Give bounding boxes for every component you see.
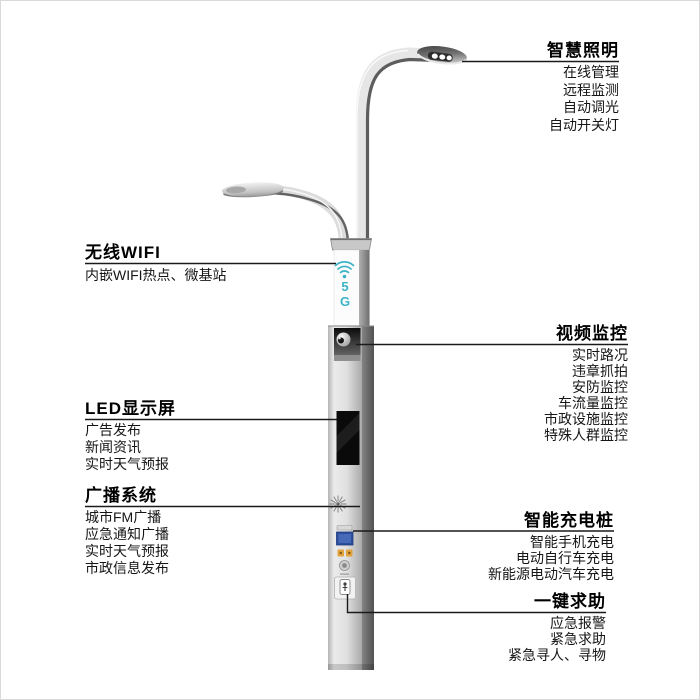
annotation-item: 智能手机充电 <box>530 534 614 550</box>
annotation-video: 视频监控 实时路况 违章抓拍 安防监控 车流量监控 市政设施监控 特殊人群监控 <box>544 323 628 443</box>
speaker-icon <box>329 495 347 513</box>
led-display-screen <box>336 411 360 465</box>
annotation-item: 市政信息发布 <box>85 560 169 576</box>
annotation-item: 特殊人群监控 <box>544 427 628 443</box>
annotation-item: 车流量监控 <box>558 395 628 411</box>
annotation-item: 违章抓拍 <box>572 363 628 379</box>
arm-bracket <box>330 238 372 251</box>
annotation-title-led: LED显示屏 <box>85 399 176 418</box>
text-5g-line2: G <box>340 294 350 309</box>
annotation-title-video: 视频监控 <box>556 324 628 343</box>
left-lamp-arm <box>222 182 350 250</box>
annotation-item: 应急报警 <box>550 615 606 631</box>
annotation-item: 广告发布 <box>85 422 141 438</box>
annotation-item: 市政设施监控 <box>544 411 628 427</box>
annotation-item: 实时天气预报 <box>85 456 169 472</box>
top-lamp-arm <box>356 46 467 251</box>
annotation-item: 远程监测 <box>563 81 619 98</box>
annotation-item: 自动开关灯 <box>549 116 619 133</box>
annotation-item: 自动调光 <box>563 99 619 115</box>
annotation-item: 应急通知广播 <box>85 526 169 542</box>
annotation-sos: 一键求助 应急报警 紧急求助 紧急寻人、寻物 <box>508 591 606 663</box>
annotation-title-charging: 智能充电桩 <box>524 511 614 530</box>
help-button <box>339 579 351 595</box>
annotation-item: 内嵌WIFI热点、微基站 <box>85 267 227 283</box>
annotation-title-sos: 一键求助 <box>534 592 606 611</box>
charging-panel <box>334 525 356 600</box>
annotation-item: 紧急求助 <box>550 631 606 647</box>
annotation-item: 实时路况 <box>572 347 628 363</box>
annotation-title-lighting: 智慧照明 <box>547 41 619 60</box>
annotation-title-wifi: 无线WIFI <box>85 243 161 262</box>
top-lamp-head <box>417 46 467 65</box>
annotation-title-broadcast: 广播系统 <box>85 486 157 505</box>
left-lamp-head <box>222 182 284 198</box>
annotation-item: 安防监控 <box>572 379 628 395</box>
annotation-line-sos <box>346 594 606 614</box>
annotation-item: 城市FM广播 <box>85 509 162 525</box>
wifi-icon <box>334 261 355 279</box>
text-5g-line1: 5 <box>341 279 348 294</box>
annotation-item: 紧急寻人、寻物 <box>508 647 606 663</box>
wifi-5g-section: 5 G <box>333 249 370 326</box>
annotation-item: 新闻资讯 <box>85 439 141 455</box>
annotation-broadcast: 广播系统 城市FM广播 应急通知广播 实时天气预报 市政信息发布 <box>85 485 169 577</box>
annotation-item: 新能源电动汽车充电 <box>488 566 614 582</box>
annotation-wifi: 无线WIFI 内嵌WIFI热点、微基站 <box>85 242 227 284</box>
charging-sockets <box>337 549 353 557</box>
charging-screen <box>336 531 354 546</box>
annotation-charging: 智能充电桩 智能手机充电 电动自行车充电 新能源电动汽车充电 <box>488 510 614 582</box>
camera-unit <box>334 328 361 361</box>
annotation-lighting: 智慧照明 在线管理 远程监测 自动调光 自动开关灯 <box>547 40 619 134</box>
annotation-led: LED显示屏 广告发布 新闻资讯 实时天气预报 <box>85 398 176 473</box>
annotation-item: 电动自行车充电 <box>516 550 614 566</box>
annotation-item: 在线管理 <box>563 64 619 80</box>
annotation-item: 实时天气预报 <box>85 543 169 559</box>
